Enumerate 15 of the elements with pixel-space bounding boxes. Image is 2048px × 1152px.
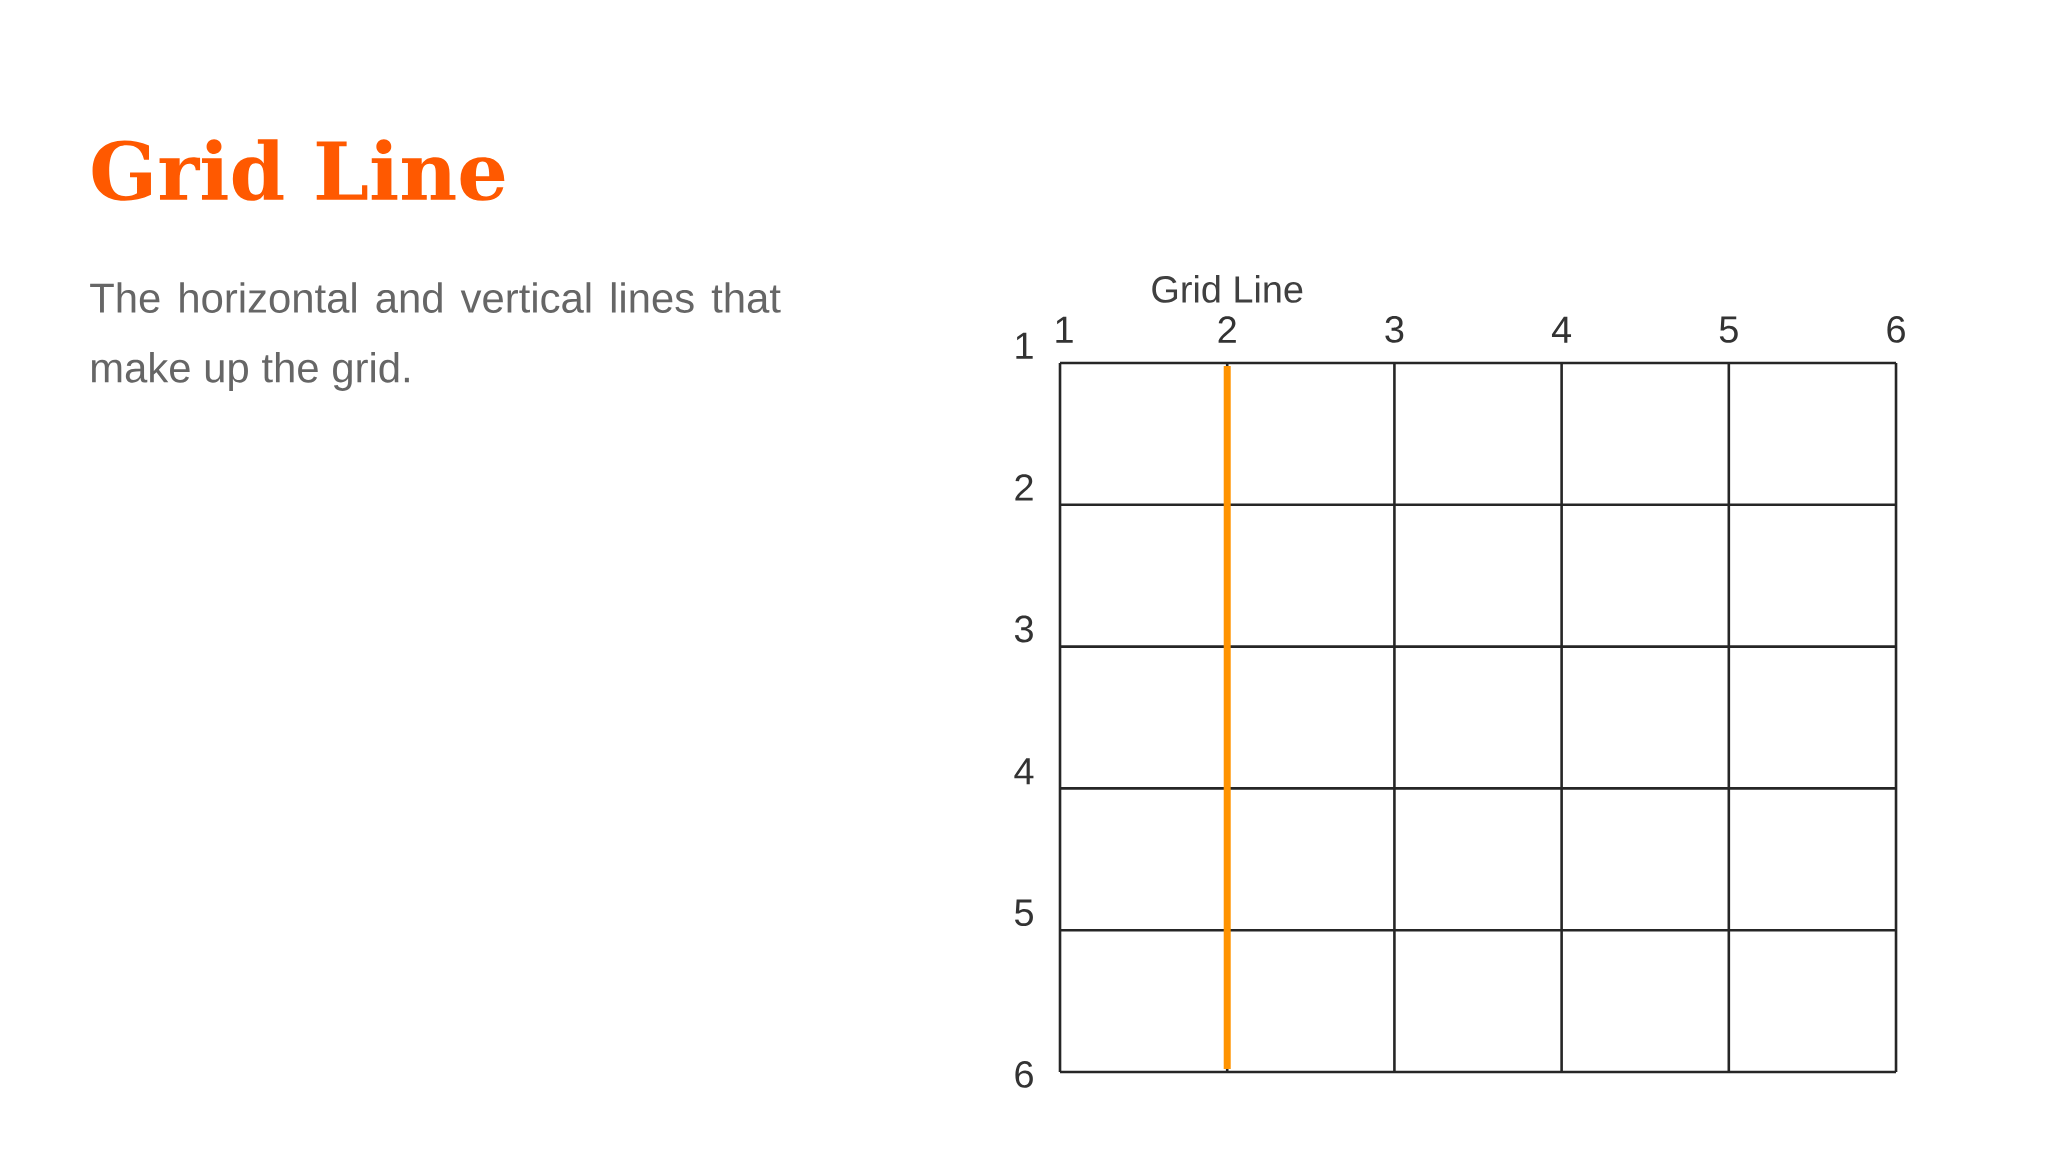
row-number: 6 xyxy=(1015,1061,1033,1088)
grid-line-label: Grid Line xyxy=(1152,275,1303,303)
column-number: 3 xyxy=(1385,316,1404,343)
row-number: 5 xyxy=(1015,899,1033,926)
title: Grid Line xyxy=(92,139,505,201)
description: The horizontal and vertical lines that make up the grid. xyxy=(90,282,781,391)
row-number: 3 xyxy=(1014,615,1033,643)
column-number: 4 xyxy=(1551,316,1572,343)
row-number: 1 xyxy=(1016,332,1033,359)
column-number: 6 xyxy=(1887,316,1905,343)
row-number: 2 xyxy=(1015,474,1033,501)
column-number: 2 xyxy=(1218,316,1236,343)
column-number: 5 xyxy=(1719,316,1738,343)
row-number: 4 xyxy=(1014,758,1034,785)
column-number: 1 xyxy=(1056,316,1073,343)
